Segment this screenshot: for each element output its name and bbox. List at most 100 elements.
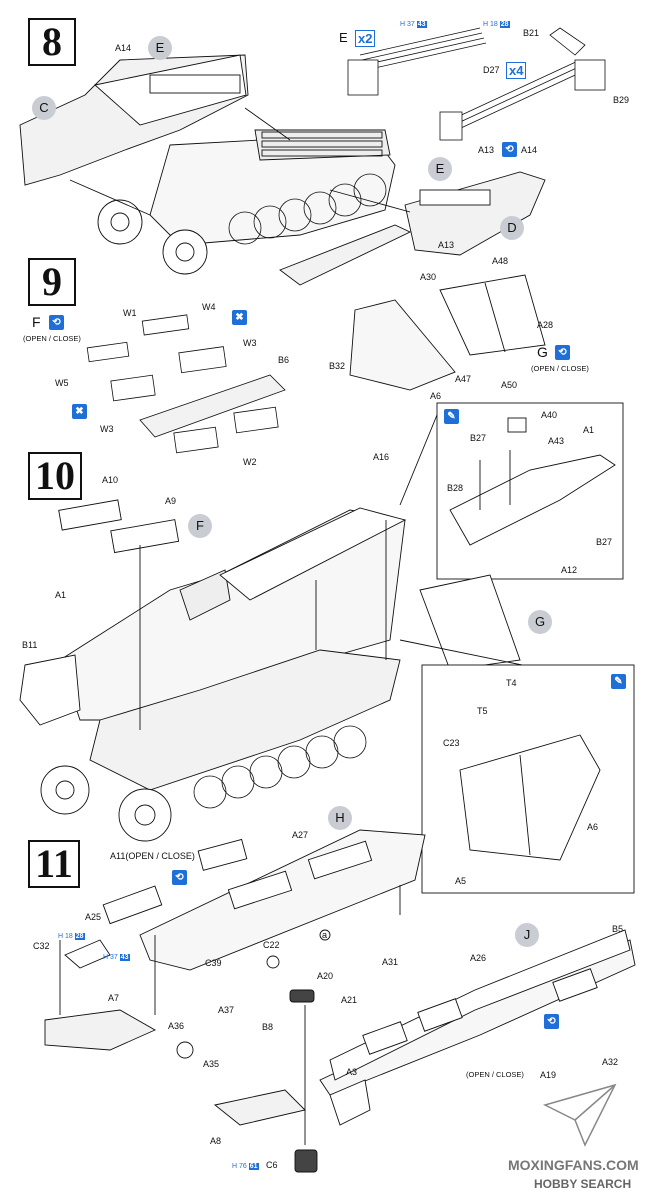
part-label-a5: A5 [455,876,467,886]
part-label-a50: A50 [501,380,518,390]
part-label-a43: A43 [548,436,565,446]
part-label-b27-b: B27 [596,537,613,547]
step-number-11: 11 [28,840,80,888]
part-label-a13-mid: A13 [478,145,495,155]
paint-chip-h18-a25: H 18 28 [58,932,85,941]
assembly-label-g-step10: G [528,610,552,634]
part-label-a19: A19 [540,1070,557,1080]
paint-code: H 18 [58,933,73,940]
watermark-hobbysearch: HOBBY SEARCH [534,1177,632,1191]
assembly-label-j: J [515,923,539,947]
step-number-9: 9 [28,258,76,306]
assembly-label-e-rack: E [339,30,348,45]
part-label-b28: B28 [447,483,464,493]
part-label-t5: T5 [477,706,488,716]
part-label-a-ref: a [322,930,328,940]
part-label-a1-step10: A1 [55,590,67,600]
part-label-b6: B6 [278,355,290,365]
part-label-t4: T4 [506,678,517,688]
assembly-label-f-step10: F [188,514,212,538]
part-label-b5: B5 [612,924,624,934]
part-label-b21: B21 [523,28,540,38]
paint-number: 43 [416,21,427,28]
assembly-label-e-top: E [148,36,172,60]
part-label-a3: A3 [346,1067,358,1077]
part-label-b11: B11 [22,640,38,650]
watermark-moxingfans: MOXINGFANS.COM [508,1157,639,1173]
part-label-b32: B32 [329,361,346,371]
assembly-label-g-step9: G [537,344,548,360]
paint-number: 43 [119,954,130,961]
part-label-a9: A9 [165,496,177,506]
part-label-a27: A27 [292,830,309,840]
drill-icon-w5: ✖ [72,404,87,419]
part-label-a48: A48 [492,256,509,266]
part-label-a21: A21 [341,995,358,1005]
part-label-c39: C39 [205,958,222,968]
paint-chip-h76-c6: H 76 61 [232,1162,259,1171]
open-close-note-j: (OPEN / CLOSE) [466,1070,524,1079]
rotate-icon-a11: ⟲ [172,870,187,885]
step-number-10: 10 [28,452,82,500]
part-label-c23: C23 [443,738,460,748]
paint-chip-h37-a25: H 37 43 [103,953,130,962]
part-label-a31: A31 [382,957,399,967]
part-label-a30: A30 [420,272,437,282]
part-label-d27: D27 [483,65,500,75]
open-close-note-g: (OPEN / CLOSE) [531,364,589,373]
part-label-a8: A8 [210,1136,222,1146]
part-label-b8: B8 [262,1022,274,1032]
paint-code: H 37 [103,954,118,961]
part-label-a28: A28 [537,320,554,330]
part-label-a36: A36 [168,1021,185,1031]
part-label-a7: A7 [108,993,120,1003]
assembly-label-e-mid: E [428,157,452,181]
paint-number: 28 [74,933,85,940]
rotate-icon-a19: ⟲ [544,1014,559,1029]
rotate-icon-g: ⟲ [555,345,570,360]
part-label-b27-a: B27 [470,433,487,443]
rotate-icon-f: ⟲ [49,315,64,330]
paint-code: H 37 [400,21,415,28]
drill-icon-w4: ✖ [232,310,247,325]
paint-chip-h37-top: H 37 43 [400,20,427,29]
glue-icon-detail2: ✎ [611,674,626,689]
part-label-a1-detail: A1 [583,425,595,435]
paint-code: H 76 [232,1163,247,1170]
part-label-w4: W4 [202,302,216,312]
part-label-a16: A16 [373,452,390,462]
multiplier-d27: x4 [506,62,527,79]
part-label-c32: C32 [33,941,50,951]
paint-code: H 18 [483,21,498,28]
part-label-a13-low: A13 [438,240,455,250]
assembly-label-c: C [32,96,56,120]
part-label-w3-b: W3 [100,424,114,434]
part-label-a11: A11(OPEN / CLOSE) [110,851,195,861]
part-label-c6: C6 [266,1160,278,1170]
multiplier-e: x2 [355,30,376,47]
assembly-label-f-step9: F [32,314,41,330]
part-label-a20: A20 [317,971,334,981]
assembly-label-h: H [328,806,352,830]
part-label-a14-mid: A14 [521,145,538,155]
open-close-note-f: (OPEN / CLOSE) [23,334,81,343]
part-label-b29: B29 [613,95,630,105]
paint-number: 61 [248,1163,259,1170]
part-label-a35: A35 [203,1059,220,1069]
part-label-a37: A37 [218,1005,235,1015]
part-label-a6-detail: A6 [587,822,599,832]
part-label-a32: A32 [602,1057,619,1067]
part-label-a14-top: A14 [115,43,132,53]
part-label-w1: W1 [123,308,137,318]
glue-icon-detail1: ✎ [444,409,459,424]
paint-chip-h18-top: H 18 28 [483,20,510,29]
step-number-8: 8 [28,18,76,66]
assembly-label-d: D [500,216,524,240]
part-label-a12: A12 [561,565,578,575]
part-label-a25: A25 [85,912,102,922]
watermark-logo-icon [542,1083,617,1147]
part-label-a47: A47 [455,374,472,384]
paint-number: 28 [499,21,510,28]
